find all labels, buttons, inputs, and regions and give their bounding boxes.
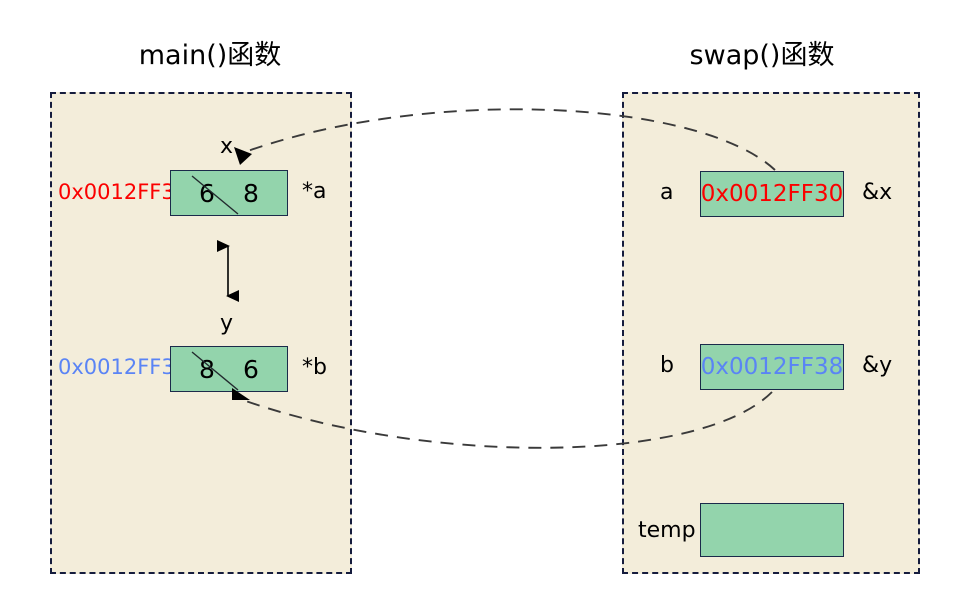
swap-function-frame — [622, 92, 920, 574]
main-variable-y-address: 0x0012FF38 — [58, 355, 189, 379]
main-function-title: main()函数 — [138, 40, 282, 71]
main-variable-y-old-value: 8 — [199, 354, 215, 384]
main-variable-x-new-value: 8 — [243, 178, 259, 208]
swap-variable-b-ref-label: &y — [862, 353, 893, 378]
swap-variable-a-box[interactable]: 0x0012FF30 — [700, 171, 844, 217]
swap-variable-a-value: 0x0012FF30 — [700, 180, 844, 207]
main-variable-x-address: 0x0012FF30 — [58, 180, 189, 204]
main-variable-y-new-value: 6 — [243, 354, 259, 384]
main-variable-y-box[interactable]: 8 6 — [170, 346, 288, 392]
swap-variable-temp-value — [701, 504, 843, 556]
main-variable-x-box[interactable]: 6 8 — [170, 170, 288, 216]
swap-function-title: swap()函数 — [689, 40, 835, 71]
main-variable-x-values: 6 8 — [171, 171, 287, 215]
swap-variable-a-ref-label: &x — [862, 180, 893, 205]
main-variable-y-values: 8 6 — [171, 347, 287, 391]
main-variable-x-pointer-label: *a — [302, 179, 327, 204]
main-function-frame — [50, 92, 352, 574]
main-variable-x-name: x — [220, 134, 234, 159]
swap-variable-b-box[interactable]: 0x0012FF38 — [700, 344, 844, 390]
swap-variable-temp-name: temp — [638, 518, 696, 543]
swap-variable-b-value: 0x0012FF38 — [700, 353, 844, 380]
main-variable-y-name: y — [220, 311, 234, 336]
swap-variable-a-name: a — [660, 180, 674, 205]
main-variable-x-old-value: 6 — [199, 178, 215, 208]
swap-variable-b-name: b — [660, 353, 674, 378]
swap-variable-temp-box[interactable] — [700, 503, 844, 557]
main-variable-y-pointer-label: *b — [302, 355, 327, 380]
